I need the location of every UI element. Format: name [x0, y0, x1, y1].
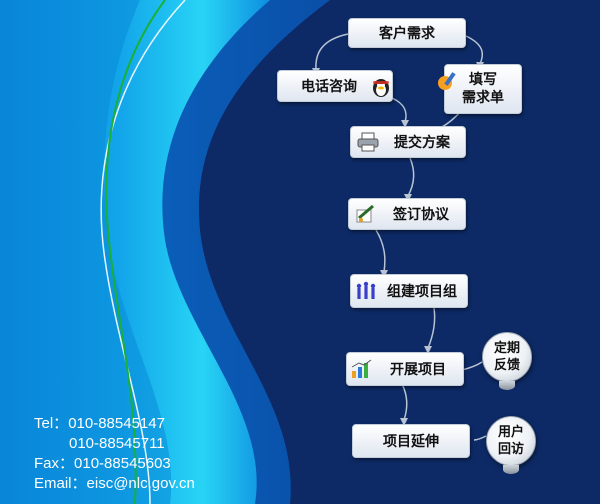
tel-row: Tel：010-88545147: [34, 414, 195, 434]
email-label: Email：: [34, 475, 87, 492]
step-customer-needs: 客户需求: [348, 18, 466, 48]
tel-1: 010-88545147: [68, 415, 165, 432]
email-address: eisc@nlc.gov.cn: [86, 475, 195, 492]
arrow-submit-to-sign: [407, 157, 415, 197]
arrowhead-3: [401, 120, 409, 128]
periodic-feedback-badge: 定期 反馈: [482, 332, 532, 390]
step-extend-project: 项目延伸: [352, 424, 470, 458]
fax-row: Fax：010-88545603: [34, 454, 195, 474]
step-fill-needs: 填写 需求单: [438, 64, 522, 114]
step-build-team: 组建项目组: [350, 274, 468, 308]
arrow-sign-to-team: [375, 229, 386, 273]
user-visit-label-2: 回访: [497, 442, 524, 457]
arrow-team-to-start: [427, 307, 436, 349]
step-submit-plan: 提交方案: [350, 126, 466, 158]
green-curve: [105, 0, 166, 504]
step-start-project: 开展项目: [346, 352, 464, 386]
step-extend-project-label: 项目延伸: [383, 434, 439, 450]
step-sign-agreement: 签订协议: [348, 198, 466, 230]
arrow-needs-to-phone: [315, 33, 349, 71]
qq-penguin-icon: [370, 76, 392, 97]
step-build-team-label: 组建项目组: [387, 284, 457, 300]
chart-icon: [351, 359, 373, 379]
user-visit-badge: 用户 回访: [486, 416, 536, 474]
email-row: Email：eisc@nlc.gov.cn: [34, 474, 195, 494]
tel-2: 010-88545711: [69, 435, 165, 452]
step-start-project-label: 开展项目: [390, 362, 446, 378]
pen-icon: [437, 71, 457, 91]
fax-label: Fax：: [34, 455, 75, 472]
arrowhead-7: [400, 418, 408, 426]
step-customer-needs-label: 客户需求: [379, 26, 435, 42]
fax-number: 010-88545603: [74, 455, 171, 472]
step-submit-plan-label: 提交方案: [394, 135, 450, 151]
user-visit-label-1: 用户: [497, 425, 524, 440]
white-curve: [100, 0, 186, 504]
tel-row-2: 010-88545711: [34, 434, 195, 454]
arrowhead-6: [424, 346, 432, 354]
arrow-start-to-extend: [401, 383, 408, 421]
signing-icon: [355, 204, 377, 224]
periodic-feedback-label-2: 反馈: [493, 358, 520, 373]
step-sign-agreement-label: 签订协议: [393, 207, 449, 223]
contact-info: Tel：010-88545147 010-88545711 Fax：010-88…: [34, 414, 195, 494]
printer-icon: [357, 132, 379, 152]
step-phone-consult: 电话咨询: [277, 70, 393, 102]
people-icon: [355, 281, 377, 301]
periodic-feedback-label-1: 定期: [493, 341, 520, 356]
tel-label: Tel：: [34, 415, 69, 432]
arrow-extend-to-visit: [473, 435, 487, 441]
arrow-phone-to-submit: [391, 97, 407, 123]
step-fill-needs-label-2: 需求单: [462, 90, 504, 106]
step-fill-needs-label-1: 填写: [469, 72, 497, 88]
step-phone-consult-label: 电话咨询: [301, 79, 357, 95]
arrow-needs-to-fill: [465, 35, 484, 65]
